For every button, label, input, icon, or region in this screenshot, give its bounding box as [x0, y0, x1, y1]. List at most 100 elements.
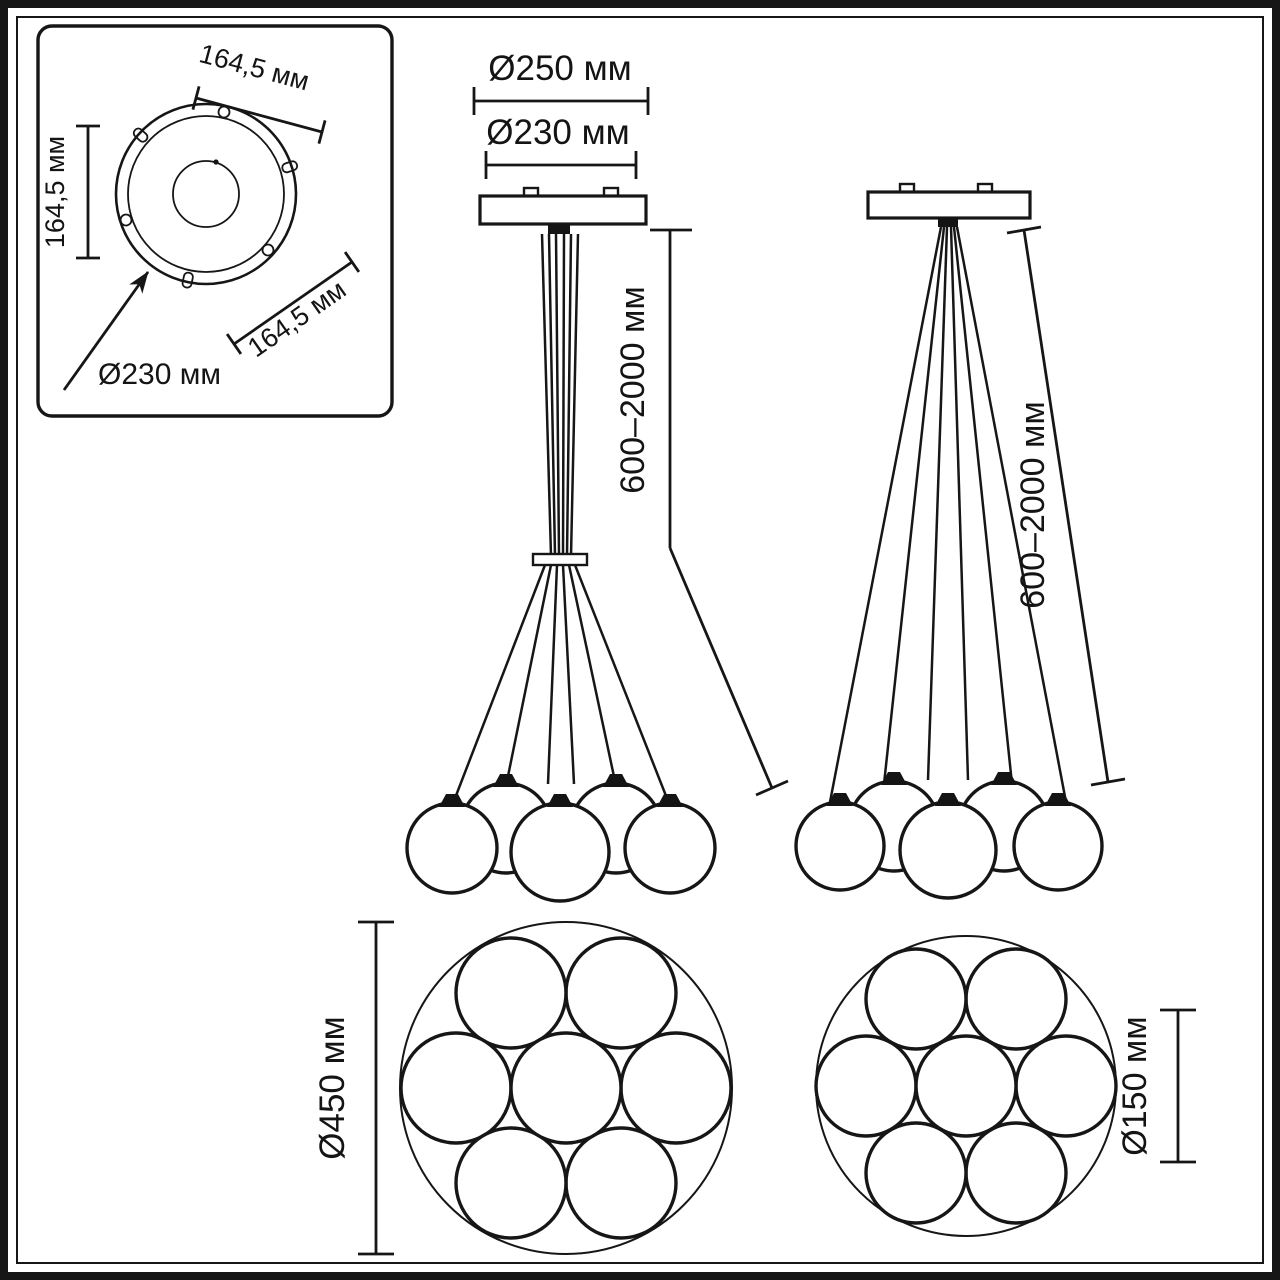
cable-line — [573, 564, 672, 807]
lamp-shade — [964, 1121, 1068, 1225]
bottom-view-cluster: Ø450 мм — [313, 920, 733, 1256]
shade-cap — [439, 794, 465, 807]
dimension-label: 164,5 мм — [40, 136, 70, 248]
dimension-label: Ø150 мм — [1116, 1016, 1154, 1155]
callout-arrow — [62, 271, 150, 391]
dimension-suspension-side: 600–2000 мм — [1006, 225, 1126, 787]
inner-border — [16, 16, 1264, 1264]
cable-line — [561, 564, 576, 785]
lamp-shade — [1012, 800, 1104, 892]
lamp-shade — [814, 1034, 918, 1138]
shade-cap — [493, 774, 519, 787]
cable-line — [554, 233, 561, 557]
cable-bundle — [531, 233, 589, 567]
ceiling-plate-top-view — [114, 102, 299, 289]
cable-outlet — [938, 218, 958, 227]
shade-cap — [935, 793, 961, 806]
lamp-shade — [864, 947, 968, 1051]
center-pin-hole — [213, 159, 219, 165]
shade-cluster-front — [405, 774, 717, 903]
dimension-canopy-inner: Ø230 мм — [484, 113, 638, 179]
lamp-shade — [405, 801, 499, 895]
cable-line — [952, 226, 1014, 785]
canopy-body — [478, 194, 648, 226]
shade-cap — [827, 793, 853, 806]
dimension-label: Ø450 мм — [313, 1016, 352, 1159]
shade-cluster-side — [794, 772, 1104, 900]
lamp-shade — [564, 1126, 678, 1240]
dimension-label: Ø250 мм — [488, 49, 631, 88]
dimension-shade-diameter: Ø150 мм — [1116, 1008, 1196, 1164]
cable-line — [504, 564, 553, 787]
cable-clamp — [531, 552, 589, 567]
cable-fanout — [450, 564, 672, 807]
screw-hole — [217, 105, 231, 119]
cable-outlet — [548, 224, 570, 234]
mounting-slot — [181, 271, 194, 289]
lamp-shade — [509, 801, 611, 903]
dimension-label: 600–2000 мм — [1014, 401, 1052, 608]
canopy-body — [866, 190, 1032, 220]
lamp-shade — [794, 800, 886, 892]
pendant-side-view: 600–2000 мм — [794, 182, 1126, 900]
lamp-shade — [399, 1031, 513, 1145]
cable-line — [882, 226, 946, 785]
bottom-view-shade: Ø150 мм — [814, 935, 1196, 1237]
dimension-label: Ø230 мм — [98, 358, 221, 391]
cable-line — [565, 233, 573, 557]
lamp-shade — [509, 1031, 623, 1145]
dimension-label: 164,5 мм — [242, 274, 351, 363]
cable-line — [540, 233, 553, 557]
shade-cap — [1045, 793, 1071, 806]
dimension-cluster-diameter: Ø450 мм — [313, 920, 394, 1256]
screw-hole — [119, 213, 133, 227]
plate-outer-circle — [114, 102, 298, 286]
screw-hole — [261, 243, 275, 257]
cable-line — [546, 564, 559, 785]
lamp-shade — [898, 800, 998, 900]
canopy — [866, 182, 1032, 227]
cable-line — [955, 226, 1068, 803]
ceiling-plate-inset: 164,5 мм 164,5 мм 164,5 мм Ø230 мм — [36, 24, 394, 418]
dimension-canopy-outer: Ø250 мм — [472, 49, 650, 115]
dimension-hole-spacing-left: 164,5 мм — [40, 124, 100, 260]
dimension-plate-diameter: Ø230 мм — [62, 271, 221, 391]
dimension-hole-spacing-top: 164,5 мм — [191, 38, 327, 144]
shade-cap — [881, 772, 907, 785]
inset-panel — [36, 24, 394, 418]
cable-line — [567, 564, 618, 787]
mounting-slot — [132, 127, 149, 143]
shade-cap — [991, 772, 1017, 785]
cable-line — [561, 233, 566, 557]
dimension-suspension-front: 600–2000 мм — [614, 228, 789, 797]
plate-center-hole — [172, 160, 240, 228]
lamp-shade — [864, 1121, 968, 1225]
lamp-shade — [1014, 1034, 1118, 1138]
shade-cap — [547, 794, 573, 807]
shade-cap — [657, 794, 683, 807]
dimension-label: 164,5 мм — [196, 38, 312, 96]
cable-line — [547, 233, 557, 557]
dimension-label: 600–2000 мм — [614, 286, 652, 493]
pendant-front-view: Ø250 мм Ø230 мм — [405, 49, 789, 903]
cable-line — [926, 226, 949, 781]
dimension-hole-spacing-bottom: 164,5 мм — [225, 251, 361, 363]
plate-inner-ring — [127, 115, 285, 273]
lamp-shade — [454, 1126, 568, 1240]
lamp-shade — [964, 947, 1068, 1051]
dimension-label: Ø230 мм — [486, 113, 629, 152]
cable-fanout — [828, 226, 1068, 803]
lamp-shade — [564, 936, 678, 1050]
lamp-shade — [454, 936, 568, 1050]
shade-cap — [603, 774, 629, 787]
lamp-shade — [619, 1031, 733, 1145]
canopy — [478, 186, 648, 234]
lamp-shade — [914, 1034, 1018, 1138]
cable-line — [450, 564, 547, 807]
mounting-slot — [281, 160, 299, 174]
lamp-shade — [623, 801, 717, 895]
